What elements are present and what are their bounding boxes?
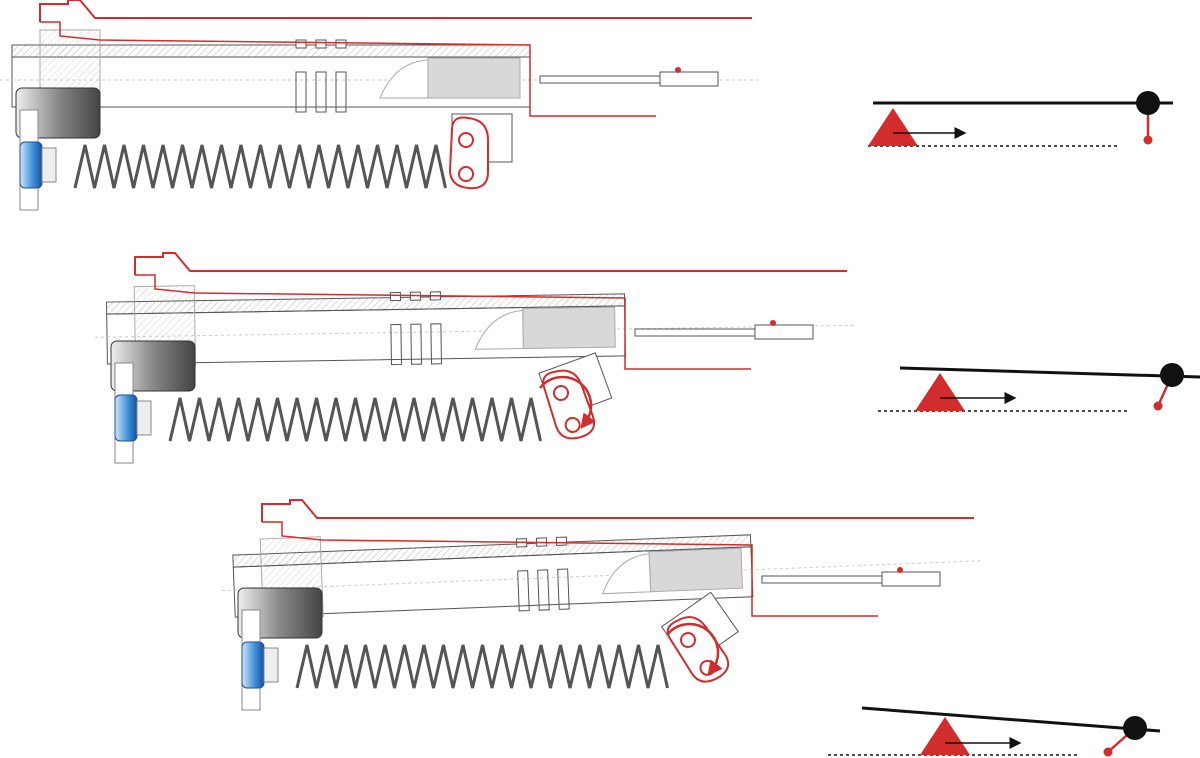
firing-pin-marker <box>770 320 776 326</box>
bullet <box>474 309 524 350</box>
recoil-spring <box>73 144 447 189</box>
lug <box>410 323 423 365</box>
fulcrum-triangle <box>915 373 965 411</box>
firing-pin-shaft <box>761 575 883 584</box>
lug <box>430 323 443 365</box>
blue-spring-cup <box>241 641 265 689</box>
recoil-spring <box>168 397 542 442</box>
fulcrum-triangle <box>920 717 970 755</box>
frame-inner-outline <box>40 21 656 117</box>
lug <box>335 71 347 113</box>
pendulum-end <box>1143 135 1153 145</box>
barrel-assembly <box>0 29 760 113</box>
cam <box>448 113 513 190</box>
centerline <box>95 324 855 338</box>
frame-top-outline <box>39 0 752 22</box>
bullet <box>379 59 429 99</box>
centerline <box>222 560 982 592</box>
pivot-ball <box>1123 716 1147 740</box>
lug <box>390 323 403 366</box>
pivot-ball <box>1160 363 1184 387</box>
firing-pin-marker <box>675 67 681 73</box>
lug <box>295 71 307 113</box>
fulcrum-triangle <box>868 108 918 146</box>
lever-diagram-1 <box>868 91 1173 147</box>
bullet <box>601 553 652 595</box>
cam-pin <box>458 166 474 182</box>
cam <box>538 352 613 440</box>
blue-spring-cup <box>114 394 138 442</box>
cam-pivot <box>680 632 696 648</box>
lever-bar <box>861 706 1161 733</box>
cam <box>660 591 739 683</box>
rotation-arrow <box>539 375 596 429</box>
cartridge <box>427 57 521 99</box>
lug <box>315 71 327 113</box>
pivot-ball <box>1136 91 1160 115</box>
firing-pin-head <box>881 571 941 587</box>
blue-spring-cup <box>19 141 43 189</box>
cartridge <box>648 547 744 593</box>
stage-2-unlocking <box>95 252 855 464</box>
lug <box>557 568 570 610</box>
firing-pin-shaft <box>634 328 756 337</box>
lever-diagram-3 <box>828 706 1161 757</box>
firing-pin-head <box>659 71 719 87</box>
lever-diagram-2 <box>878 363 1200 412</box>
recoil-spring <box>295 644 669 689</box>
frame-top-outline <box>134 252 847 275</box>
rail-notch <box>315 39 327 49</box>
lug <box>537 569 550 611</box>
frame-top-outline <box>261 499 974 522</box>
pendulum-end <box>1153 401 1163 411</box>
frame-inner-outline <box>262 521 878 617</box>
cam-pin <box>564 416 581 433</box>
spring-seat <box>136 400 152 436</box>
barrel-assembly <box>222 534 982 620</box>
stage-3-recoil <box>222 499 982 711</box>
cam-pivot <box>553 385 569 401</box>
cam-pivot <box>458 132 474 148</box>
stage-1-closed <box>0 0 760 211</box>
firing-pin-marker <box>897 567 903 573</box>
rail-notch <box>295 39 307 49</box>
rail-notch <box>555 536 568 546</box>
cartridge <box>522 306 616 350</box>
spring-seat <box>263 647 279 683</box>
barrel-assembly <box>95 285 855 368</box>
frame-inner-outline <box>135 274 751 370</box>
rail-notch <box>389 291 402 302</box>
spring-seat <box>41 147 57 183</box>
pendulum-end <box>1103 747 1113 757</box>
firing-pin-shaft <box>539 75 661 84</box>
rail-notch <box>335 39 347 49</box>
lug <box>517 570 530 612</box>
firing-pin-head <box>754 324 814 340</box>
lever-bar <box>899 366 1200 379</box>
rotation-arrow <box>666 622 723 676</box>
